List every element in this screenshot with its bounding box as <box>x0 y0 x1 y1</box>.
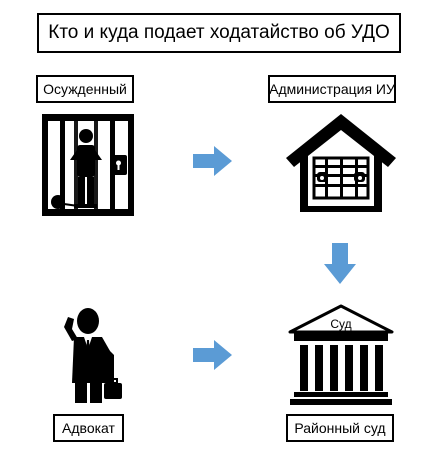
administration-label: Администрация ИУ <box>268 75 396 103</box>
prisoner-behind-bars-icon <box>42 114 134 216</box>
arrow-administration-to-court <box>324 243 356 284</box>
convict-label: Осужденный <box>36 75 134 103</box>
court-pediment-text: Суд <box>330 317 351 331</box>
arrow-lawyer-to-court <box>193 340 232 370</box>
lawyer-label: Адвокат <box>53 414 124 442</box>
courthouse-icon: Суд <box>288 304 394 405</box>
businessman-with-briefcase-icon <box>64 308 122 403</box>
court-label: Районный суд <box>286 414 394 442</box>
prison-building-icon <box>286 114 396 212</box>
arrow-convict-to-administration <box>193 146 232 176</box>
page-title: Кто и куда подает ходатайство об УДО <box>37 13 401 53</box>
